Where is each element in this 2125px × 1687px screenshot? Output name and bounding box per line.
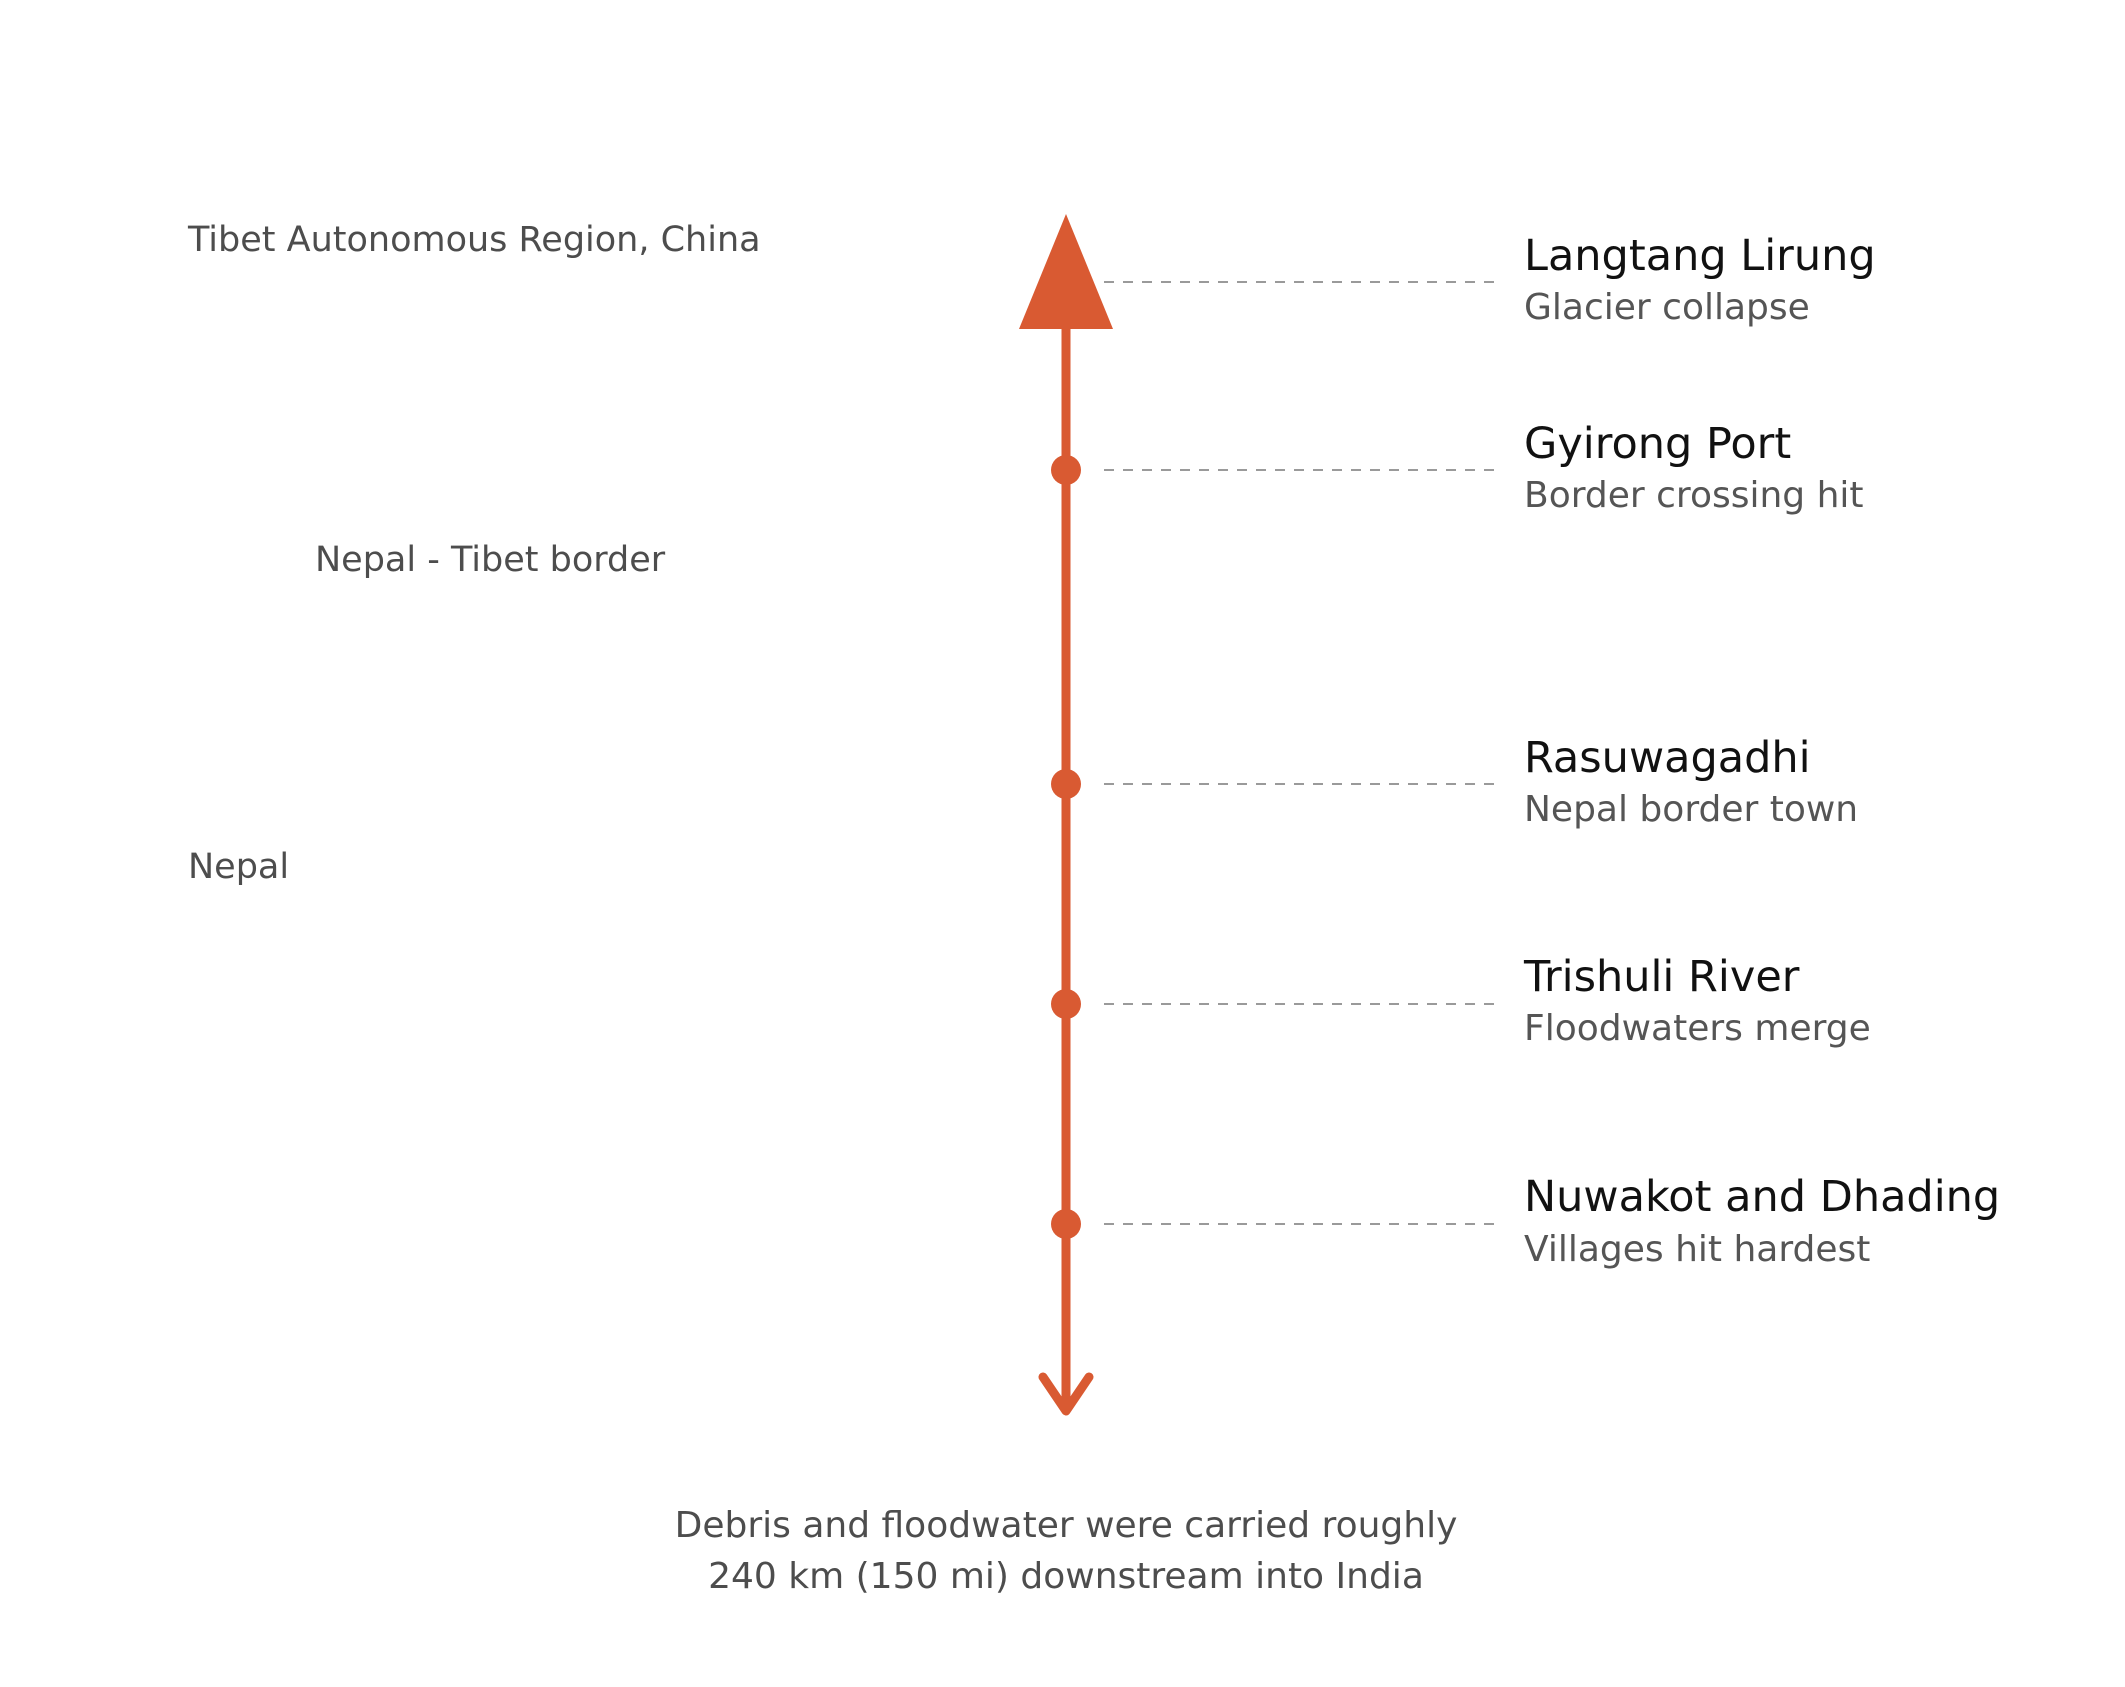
event-subtitle: Border crossing hit [1524,475,1864,516]
event-title: Rasuwagadhi [1524,733,1811,783]
footnote-line-1: Debris and floodwater were carried rough… [675,1505,1458,1546]
event-title: Langtang Lirung [1524,231,1876,281]
footnote-line-2: 240 km (150 mi) downstream into India [708,1556,1424,1597]
region-label-tibet: Tibet Autonomous Region, China [187,220,761,260]
dot-icon [1051,1209,1081,1239]
event-subtitle: Villages hit hardest [1524,1229,1870,1270]
event-title: Nuwakot and Dhading [1524,1172,2000,1222]
dot-icon [1051,455,1081,485]
event-subtitle: Floodwaters merge [1524,1008,1871,1049]
dot-icon [1051,989,1081,1019]
triangle-icon [1019,214,1113,329]
dot-icon [1051,769,1081,799]
event-title: Trishuli River [1523,952,1800,1002]
region-label-border: Nepal - Tibet border [315,540,666,580]
event-title: Gyirong Port [1524,419,1791,469]
event-subtitle: Glacier collapse [1524,287,1810,328]
region-label-nepal: Nepal [188,847,289,887]
event-subtitle: Nepal border town [1524,789,1858,830]
event-item: Nuwakot and Dhading Villages hit hardest [1051,1172,2000,1270]
event-item: Langtang Lirung Glacier collapse [1019,214,1876,329]
chevron-down-icon [1038,1372,1094,1416]
event-item: Trishuli River Floodwaters merge [1051,952,1871,1049]
event-item: Rasuwagadhi Nepal border town [1051,733,1858,830]
event-item: Gyirong Port Border crossing hit [1051,419,1864,516]
